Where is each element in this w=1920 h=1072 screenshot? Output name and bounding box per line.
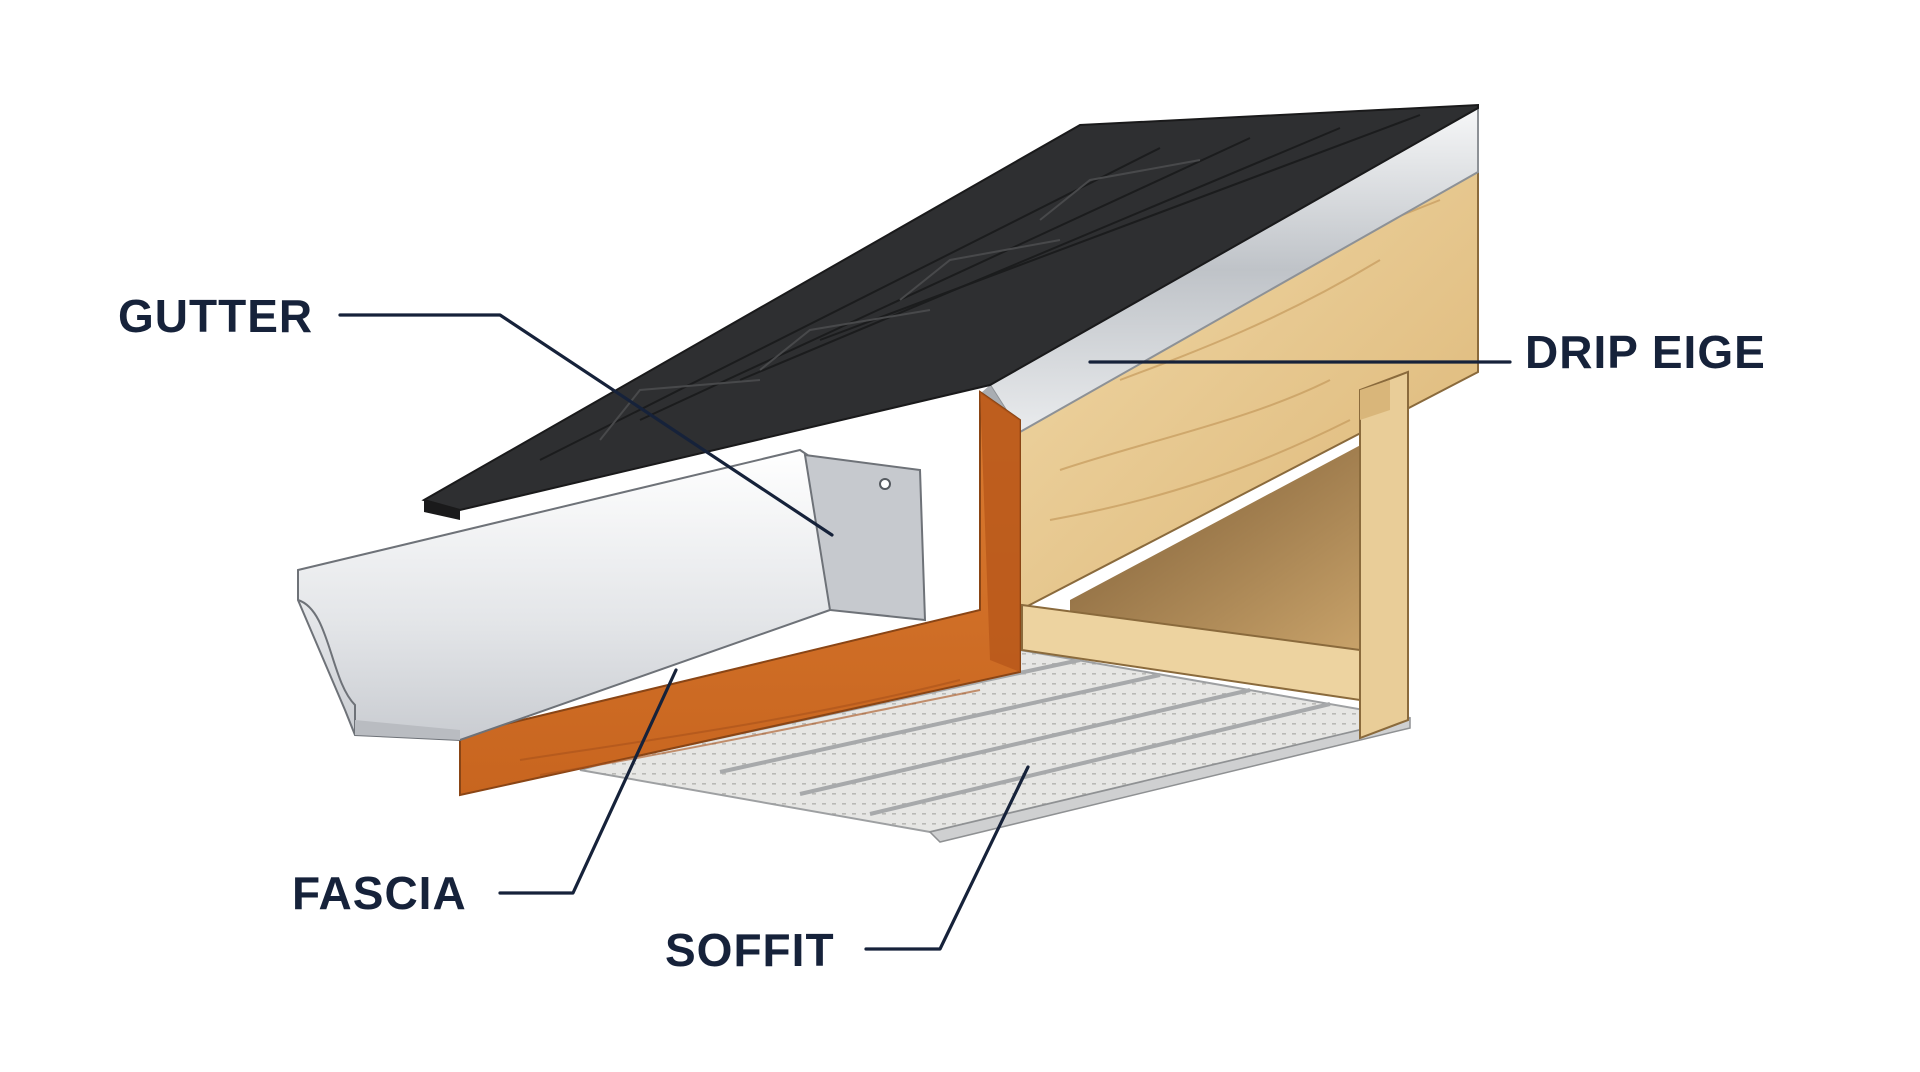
fascia-board — [459, 390, 1021, 797]
gutter-label: GUTTER — [118, 290, 313, 342]
gutter-leader-line — [338, 313, 834, 537]
rafter-framing — [1019, 153, 1479, 740]
soffit-panel — [579, 648, 1411, 843]
soffit-leader-line — [864, 765, 1030, 951]
drip-edge-label: DRIP EIGE — [1525, 326, 1766, 378]
fascia-label: FASCIA — [292, 867, 467, 919]
gutter — [297, 448, 927, 742]
soffit-label: SOFFIT — [665, 924, 835, 976]
shingle-roof — [421, 103, 1479, 520]
fascia-leader-line — [498, 668, 678, 895]
